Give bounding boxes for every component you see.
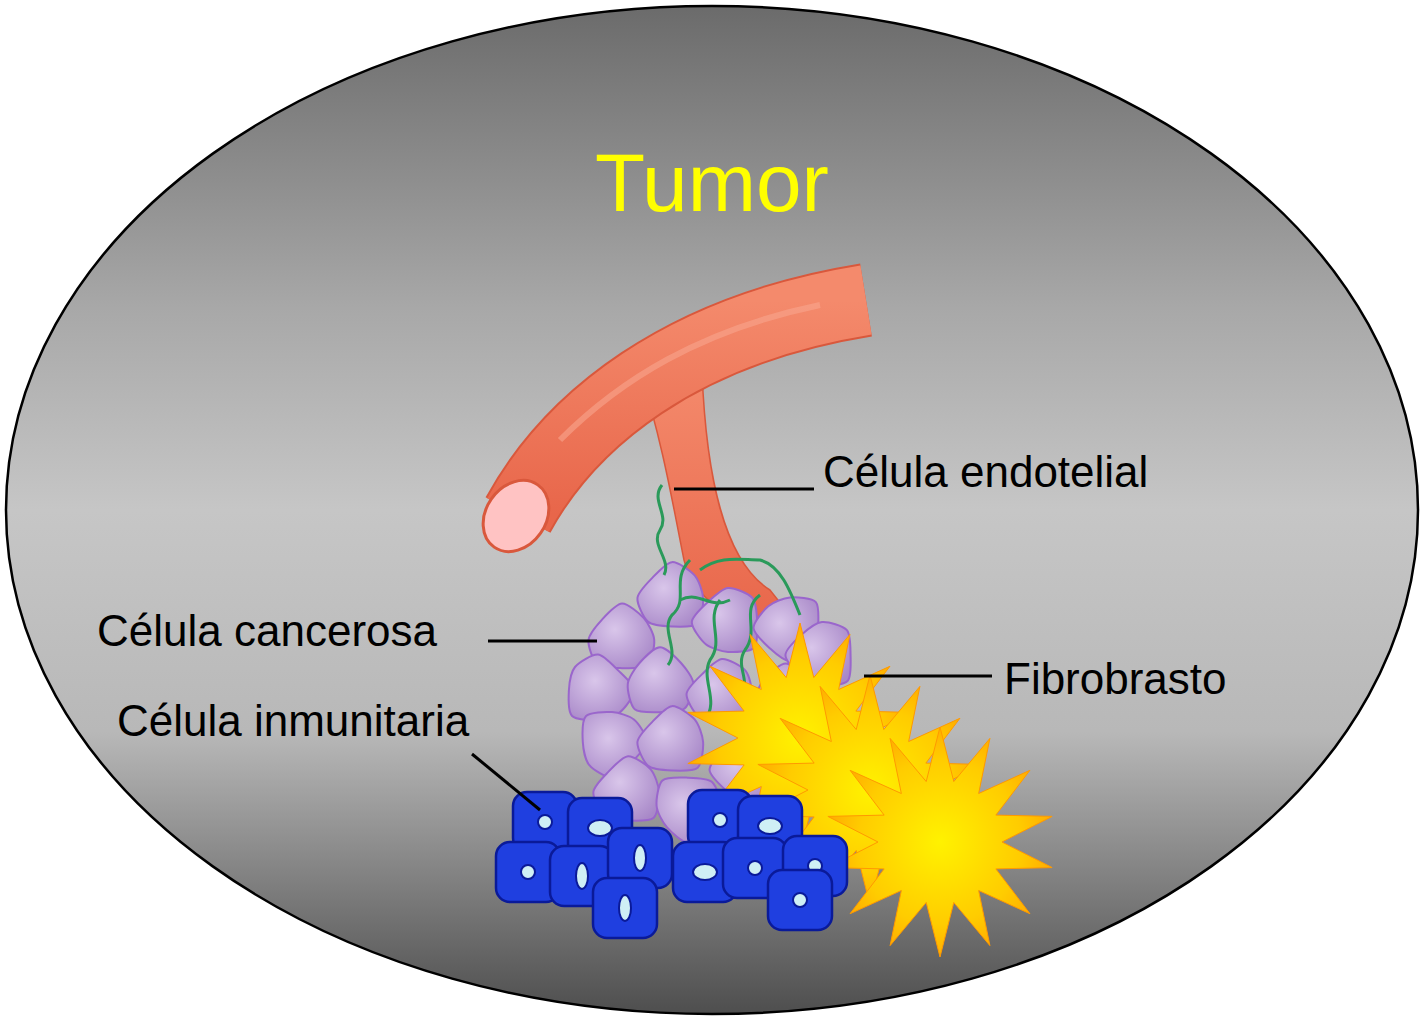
part-label: Célula cancerosa (97, 606, 437, 657)
cell-nucleus (693, 864, 717, 880)
region-title: Tumor (595, 138, 829, 228)
leader-line (472, 754, 540, 810)
vessel-opening (470, 468, 563, 565)
cell-nucleus (588, 820, 612, 836)
fibroblast (828, 727, 1052, 957)
cell-nucleus (538, 815, 552, 829)
immune-cell (593, 878, 657, 938)
leader-lines (472, 489, 992, 810)
vine (705, 600, 720, 720)
leader-line (674, 488, 814, 491)
part-label: Célula endotelial (823, 447, 1148, 498)
vessel-outline (518, 300, 866, 515)
immune-cells (496, 790, 847, 938)
cell-nucleus (521, 865, 535, 879)
cell-nucleus (713, 813, 727, 827)
part-label: Fibrobrasto (1004, 654, 1227, 705)
vessel-highlight (560, 305, 820, 440)
vessel-tube (518, 300, 866, 515)
immune-cell (768, 870, 832, 930)
leader-line (488, 640, 597, 643)
vine (657, 485, 665, 575)
cell-nucleus (758, 818, 782, 834)
cell-nucleus (793, 893, 807, 907)
cancer-cell (569, 654, 635, 720)
cell-body (768, 870, 832, 930)
cell-nucleus (576, 863, 588, 889)
vine (668, 560, 690, 665)
vine (680, 597, 730, 603)
cancer-cell (628, 647, 694, 712)
tumor-ellipse (6, 6, 1418, 1014)
cell-body (593, 878, 657, 938)
cell-nucleus (634, 845, 646, 871)
part-label: Célula inmunitaria (117, 696, 469, 747)
cell-nucleus (748, 861, 762, 875)
fibroblast-stars (688, 623, 1052, 957)
blood-vessel (470, 300, 866, 628)
cell-nucleus (619, 895, 631, 921)
leader-line (864, 675, 992, 678)
